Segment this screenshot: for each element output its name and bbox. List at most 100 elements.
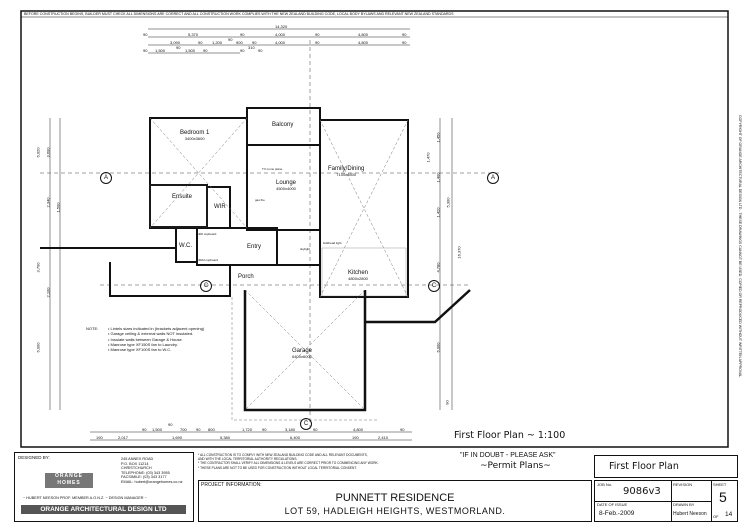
annotation: TV mono plane: [262, 167, 283, 171]
dimension-label: 90: [313, 427, 318, 432]
drawn-by: Hubert Neeson: [673, 511, 707, 517]
room-wir: WIR: [214, 204, 226, 210]
project-info-block: PROJECT INFORMATION: PUNNETT RESIDENCE L…: [198, 480, 592, 522]
dimension-label: 90: [444, 400, 450, 405]
dimension-label: 90: [262, 427, 267, 432]
annotation: 400d cupboard: [198, 258, 219, 262]
dimension-label: 800: [208, 427, 215, 432]
dimension-label: 2,340: [45, 197, 51, 208]
dimension-label: 4,000: [275, 40, 286, 45]
dimension-label: 2,017: [118, 435, 129, 440]
dimension-label: 16,370: [456, 246, 462, 259]
dimension-label: 1,450: [435, 132, 441, 143]
dimension-label: 1,500: [185, 48, 196, 53]
dimension-label: 90: [196, 427, 201, 432]
dimension-label: 6,400: [290, 435, 301, 440]
dimension-label: 3,600: [45, 147, 51, 158]
dimension-label: 4,800: [353, 427, 364, 432]
dimension-label: 14,320: [275, 24, 288, 29]
room-ensuite: Ensuite: [172, 194, 193, 200]
dimension-label: 1,420: [435, 207, 441, 218]
dimension-label: 90: [402, 32, 407, 37]
dimension-label: 1,720: [242, 427, 253, 432]
walls: [40, 107, 409, 298]
copyright-notice: COPYRIGHT OF ORANGE ARCHITECTURAL DESIGN…: [738, 115, 742, 378]
dimension-label: 1,200: [212, 40, 223, 45]
dimension-label: 3,180: [285, 427, 296, 432]
compliance-notes: * ALL CONSTRUCTION IS TO COMPLY WITH NEW…: [198, 453, 379, 470]
job-number: 9086v3: [623, 486, 661, 497]
dimension-label: 6,020: [35, 147, 41, 158]
sheet-total: 14: [725, 511, 733, 518]
room-entry: Entry: [247, 244, 262, 250]
dimension-label: 310: [248, 45, 255, 50]
section-marker: C: [200, 280, 212, 292]
dimension-label: 4,000: [275, 32, 286, 37]
dimension-label: 90: [198, 40, 203, 45]
if-in-doubt-note: "IF IN DOUBT - PLEASE ASK": [460, 452, 556, 459]
dimension-label: 2,100: [45, 287, 51, 298]
project-name: PUNNETT RESIDENCE: [335, 492, 455, 504]
dimension-label: 90: [240, 32, 245, 37]
section-marker: A: [100, 172, 112, 184]
dimension-label: 1,500: [152, 427, 163, 432]
dimension-label: 700: [180, 427, 187, 432]
annotation: bulkhead light: [323, 241, 342, 245]
room-porch: Porch: [238, 274, 254, 280]
header-notice: BEFORE CONSTRUCTION BEGINS, BUILDER MUST…: [24, 12, 454, 16]
dimension-label: 90: [142, 427, 147, 432]
bottom-dimension-lines: [90, 431, 412, 441]
dimension-label: 90: [402, 40, 407, 45]
dimension-label: 90: [252, 40, 257, 45]
sheet-border: [20, 10, 729, 448]
dimension-label: 90: [400, 427, 405, 432]
dimension-label: 90: [143, 32, 148, 37]
dimension-label: 3,700: [35, 262, 41, 273]
dimension-label: 90: [240, 48, 245, 53]
notes-label: NOTE:: [86, 326, 99, 331]
dimension-label: 190: [352, 435, 359, 440]
dimension-label: 5,300: [445, 197, 451, 208]
dimension-label: 4,800: [358, 40, 369, 45]
sheet-title-box: First Floor Plan: [594, 455, 738, 478]
dimension-label: 1,690: [172, 435, 183, 440]
dimension-label: 2,410: [378, 435, 389, 440]
dimension-label: 6,000: [35, 342, 41, 353]
sheet-info-block: JOB No. 9086v3 REVISION DATE OF ISSUE 8-…: [594, 480, 738, 522]
project-address: LOT 59, HADLEIGH HEIGHTS, WESTMORLAND.: [284, 506, 506, 516]
dimension-label: 5,380: [220, 435, 231, 440]
plan-title: First Floor Plan ~ 1:100: [454, 430, 566, 441]
room-balcony: Balcony: [272, 122, 294, 128]
top-dimension-lines: [148, 28, 410, 54]
dimension-label: 3,090: [170, 40, 181, 45]
dimension-label: 90: [176, 45, 181, 50]
dimension-label: 1,500: [155, 48, 166, 53]
garage-walls: [243, 289, 471, 412]
annotation: skylight: [300, 247, 311, 251]
dimension-label: 90: [203, 48, 208, 53]
dimension-label: 190: [96, 435, 103, 440]
annotation: gas fire: [255, 198, 265, 202]
notes-list: • Lintels sizes indicated in (brackets a…: [108, 326, 205, 353]
permit-plans-label: ~Permit Plans~: [480, 461, 551, 471]
dimension-label: 1,500: [55, 202, 61, 213]
dimension-label: 4,780: [435, 262, 441, 273]
section-marker: C: [300, 418, 312, 430]
room-wc: W.C.: [179, 243, 192, 249]
dimension-label: 90: [168, 422, 173, 427]
section-marker: C: [428, 280, 440, 292]
sheet-number: 5: [719, 489, 727, 505]
dimension-label: 90: [143, 48, 148, 53]
dimension-label: 90: [315, 32, 320, 37]
dimension-label: 90: [315, 40, 320, 45]
dimension-label: 1,470: [425, 152, 431, 163]
dimension-label: 90: [228, 37, 233, 42]
